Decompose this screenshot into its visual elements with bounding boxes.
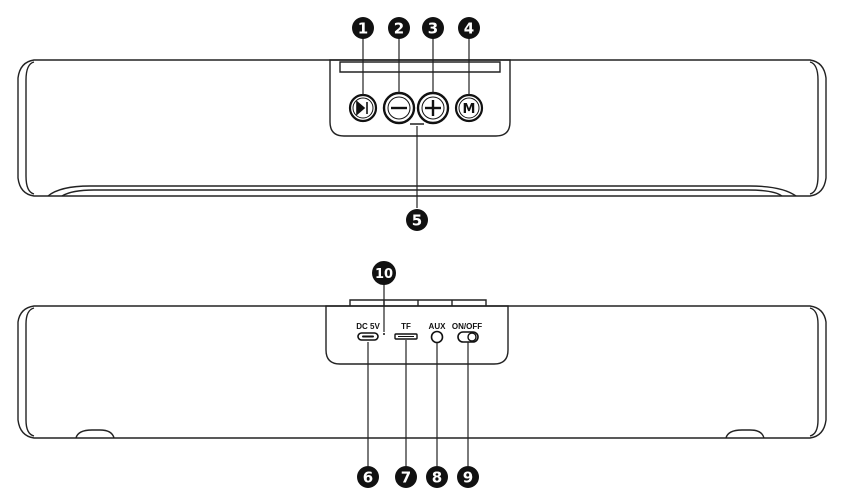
on-off-label: ON/OFF: [452, 322, 482, 331]
svg-text:10: 10: [375, 267, 393, 282]
tf-label: TF: [401, 322, 411, 331]
top-control-panel-slot: [339, 61, 501, 73]
port-panel: [325, 305, 509, 365]
back-callout-lines: [367, 284, 469, 466]
aux-jack[interactable]: [430, 330, 444, 344]
volume-down-button[interactable]: [382, 91, 416, 125]
callout-9: 9: [457, 466, 479, 488]
power-switch[interactable]: [457, 331, 479, 343]
svg-text:6: 6: [363, 469, 373, 487]
top-control-panel: [329, 59, 511, 137]
callout-2: 2: [388, 17, 410, 39]
charge-indicator-light: [383, 333, 385, 335]
top-view: [17, 59, 827, 197]
callout-7: 7: [395, 466, 417, 488]
svg-text:8: 8: [432, 469, 442, 487]
dc-5v-label: DC 5V: [356, 322, 380, 331]
svg-text:3: 3: [428, 20, 438, 38]
top-view-right-edge: [809, 61, 819, 195]
tf-card-slot[interactable]: [394, 333, 418, 340]
callout-5: 5: [406, 209, 428, 231]
right-foot: [725, 429, 765, 439]
callout-1: 1: [352, 17, 374, 39]
top-view-left-edge: [25, 61, 35, 195]
mode-icon: M: [463, 102, 476, 117]
back-view-right-edge: [809, 307, 819, 437]
back-view-left-edge: [25, 307, 35, 437]
top-view-body: [17, 59, 827, 197]
callout-10: 10: [372, 261, 396, 285]
back-view-body: [17, 305, 827, 439]
play-pause-icon: [356, 100, 368, 116]
svg-text:4: 4: [464, 20, 474, 38]
play-pause-button[interactable]: [348, 93, 378, 123]
svg-text:7: 7: [401, 469, 411, 487]
dc-5v-port[interactable]: [357, 332, 379, 341]
callout-8: 8: [426, 466, 448, 488]
callout-6: 6: [357, 466, 379, 488]
plus-icon: [425, 100, 441, 116]
top-callout-lines: [362, 38, 470, 208]
top-view-bottom-lip-inner: [61, 189, 783, 197]
mode-button[interactable]: M: [454, 93, 484, 123]
callout-3: 3: [422, 17, 444, 39]
svg-text:1: 1: [358, 20, 368, 38]
back-view: [17, 299, 827, 439]
aux-label: AUX: [429, 322, 447, 331]
svg-text:9: 9: [463, 469, 473, 487]
svg-text:5: 5: [412, 212, 422, 230]
volume-up-button[interactable]: [416, 91, 450, 125]
callout-4: 4: [458, 17, 480, 39]
top-view-bottom-lip: [47, 185, 797, 197]
svg-text:2: 2: [394, 20, 404, 38]
left-foot: [75, 429, 115, 439]
